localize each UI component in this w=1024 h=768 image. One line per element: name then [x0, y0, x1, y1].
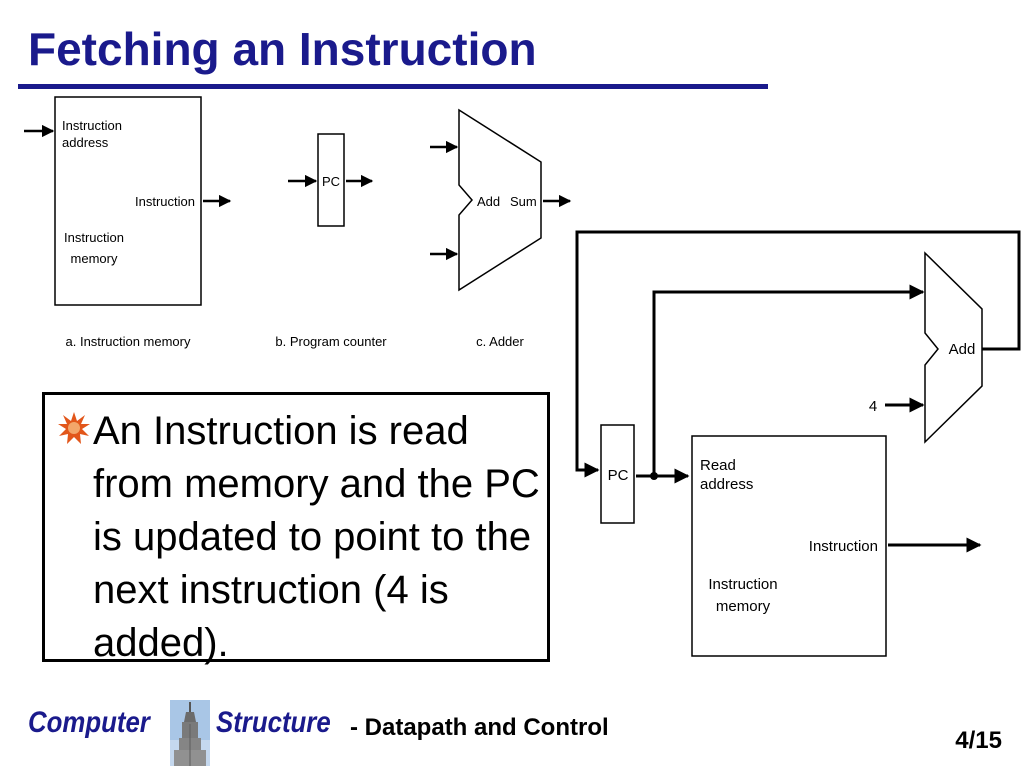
footer-word-computer: Computer — [28, 706, 150, 739]
bottom-adder-label: Add — [949, 341, 976, 358]
top-memory-input-label-1: Instruction — [62, 118, 122, 133]
caption-program-counter: b. Program counter — [275, 334, 387, 349]
bottom-memory-name-1: Instruction — [708, 576, 777, 593]
pc-to-adder-wire — [652, 284, 925, 476]
top-adder: Add Sum c. Adder — [430, 108, 572, 349]
bottom-memory-output-label: Instruction — [809, 538, 878, 555]
caption-adder: c. Adder — [476, 334, 524, 349]
bottom-pc-label: PC — [608, 467, 629, 484]
top-memory-box — [54, 96, 202, 306]
building-logo-icon — [170, 700, 210, 766]
caption-instruction-memory: a. Instruction memory — [66, 334, 191, 349]
top-adder-shape — [458, 108, 542, 292]
bullet-box: An Instruction is read from memory and t… — [42, 392, 550, 665]
bottom-pc-box — [600, 424, 635, 524]
bottom-datapath: PC Add 4 Read address Instruction Instru… — [575, 230, 1021, 657]
top-program-counter: PC b. Program counter — [275, 133, 387, 349]
top-memory-output-label: Instruction — [135, 194, 195, 209]
bottom-adder-shape — [924, 251, 983, 444]
footer-subtitle: - Datapath and Control — [350, 714, 609, 741]
top-memory-name-2: memory — [71, 251, 118, 266]
starburst-bullet-icon — [58, 412, 90, 444]
slide-title: Fetching an Instruction — [28, 23, 537, 75]
bottom-memory-input-label-1: Read — [700, 457, 736, 474]
top-pc-box — [317, 133, 345, 227]
footer-word-structure: Structure — [216, 706, 331, 739]
top-memory-input-label-2: address — [62, 135, 109, 150]
top-adder-add-label: Add — [477, 194, 500, 209]
top-adder-sum-label: Sum — [510, 194, 537, 209]
bottom-memory-box — [691, 435, 887, 657]
top-instruction-memory: Instruction address Instruction Instruct… — [24, 96, 232, 349]
top-memory-name-1: Instruction — [64, 230, 124, 245]
bullet-text: An Instruction is read from memory and t… — [93, 409, 540, 665]
constant-four-label: 4 — [869, 398, 877, 415]
bottom-memory-name-2: memory — [716, 598, 771, 615]
title-underline — [18, 84, 768, 89]
page-number: 4/15 — [955, 727, 1002, 754]
top-pc-label: PC — [322, 174, 340, 189]
pc-feedback-wire — [575, 230, 1021, 478]
footer: Computer Structure - Datapath and Contro… — [28, 700, 728, 766]
bottom-memory-input-label-2: address — [700, 476, 753, 493]
